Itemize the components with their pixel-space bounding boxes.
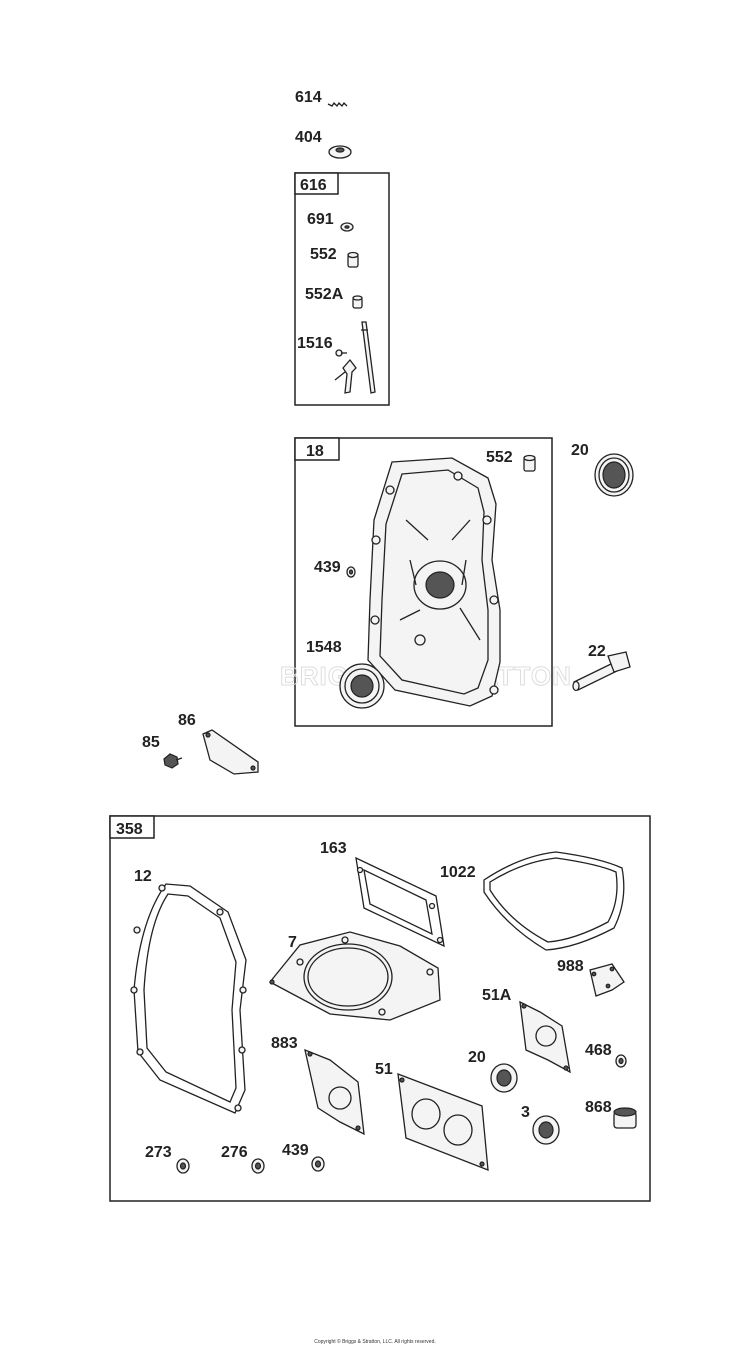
part-552-bushing: [347, 251, 359, 268]
part-7-head-gasket: [268, 931, 441, 1021]
part-18-crankcase-cover: [367, 457, 501, 707]
label-276: 276: [221, 1144, 248, 1161]
part-3-oil-seal: [532, 1115, 560, 1145]
label-552A: 552A: [305, 286, 344, 303]
part-86-plate: [202, 729, 259, 775]
label-868: 868: [585, 1099, 612, 1116]
label-552-top: 552: [310, 246, 337, 263]
part-691-ring: [340, 222, 354, 232]
label-691: 691: [307, 211, 334, 228]
label-404: 404: [295, 129, 322, 146]
part-85-screw: [163, 753, 183, 769]
label-12: 12: [134, 868, 152, 885]
label-273: 273: [145, 1144, 172, 1161]
label-3: 3: [521, 1104, 530, 1121]
part-883-gasket: [304, 1048, 365, 1136]
part-22-bolt: [572, 651, 631, 692]
kit-616-label: 616: [300, 177, 327, 194]
part-163-gasket: [355, 856, 445, 948]
part-552-cover-bushing: [523, 454, 536, 472]
label-20-top: 20: [571, 442, 589, 459]
label-7: 7: [288, 934, 297, 951]
part-404-washer: [328, 145, 352, 159]
kit-18-label: 18: [306, 443, 324, 460]
copyright-notice: Copyright © Briggs & Stratton, LLC. All …: [314, 1338, 436, 1345]
part-439-kit-washer: [311, 1156, 325, 1172]
label-22: 22: [588, 643, 606, 660]
label-85: 85: [142, 734, 160, 751]
part-1548-oil-seal: [339, 663, 385, 709]
label-51: 51: [375, 1061, 393, 1078]
label-883: 883: [271, 1035, 298, 1052]
label-51A: 51A: [482, 987, 512, 1004]
kit-358-label: 358: [116, 821, 143, 838]
part-276-washer: [251, 1158, 265, 1174]
part-273-washer: [176, 1158, 190, 1174]
part-614-spring: [327, 101, 348, 108]
label-468: 468: [585, 1042, 612, 1059]
label-439-cover: 439: [314, 559, 341, 576]
kit-18-box: 18: [294, 437, 553, 727]
part-20-oil-seal: [594, 453, 634, 497]
kit-358-box: 358: [109, 815, 651, 1202]
kit-616-box: 616: [294, 172, 390, 406]
label-86: 86: [178, 712, 196, 729]
part-468-ring: [615, 1054, 627, 1068]
label-1548: 1548: [306, 639, 342, 656]
part-552A-bushing: [352, 295, 363, 309]
part-868-valve-seal: [613, 1107, 637, 1129]
label-163: 163: [320, 840, 347, 857]
part-439-washer: [346, 566, 356, 578]
part-988-plate: [589, 963, 625, 997]
label-20-kit: 20: [468, 1049, 486, 1066]
part-12-cover-gasket: [130, 883, 247, 1114]
part-51-gasket: [397, 1073, 489, 1171]
label-614: 614: [295, 89, 322, 106]
label-439-kit: 439: [282, 1142, 309, 1159]
label-1516: 1516: [297, 335, 333, 352]
part-20-kit-oil-seal: [490, 1063, 518, 1093]
label-1022: 1022: [440, 864, 476, 881]
part-51A-gasket: [519, 1000, 571, 1074]
label-552-cover: 552: [486, 449, 513, 466]
part-1516-governor-shaft: [334, 321, 376, 394]
label-988: 988: [557, 958, 584, 975]
part-1022-rocker-gasket: [483, 851, 625, 951]
